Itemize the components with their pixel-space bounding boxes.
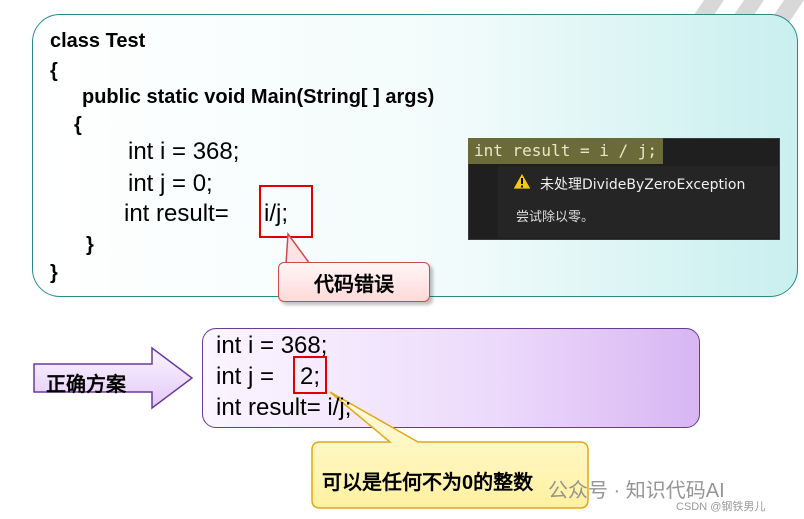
code-line-int-j: int j = 0; <box>128 170 213 197</box>
solution-panel <box>202 328 700 428</box>
callout-error-pointer <box>285 232 312 265</box>
code-line-close-brace-2: } <box>50 262 58 284</box>
solution-line-int-j-value: 2; <box>300 363 321 390</box>
solution-line-int-i: int i = 368; <box>216 332 328 359</box>
code-line-main: public static void Main(String[ ] args) <box>82 86 435 108</box>
exception-code-line: int result = i / j; <box>468 138 664 164</box>
code-line-class: class Test <box>50 30 146 52</box>
solution-arrow-label: 正确方案 <box>46 374 126 396</box>
exception-body <box>498 166 778 238</box>
exception-title: 未处理DivideByZeroException <box>540 177 746 193</box>
callout-code-error: 代码错误 <box>278 262 430 302</box>
code-line-int-i: int i = 368; <box>128 138 240 165</box>
watermark: 公众号 · 知识代码AI <box>548 480 725 502</box>
error-highlight-box <box>259 185 313 238</box>
solution-line-int-j: int j = <box>216 363 281 390</box>
solution-line-result: int result= i/j; <box>216 394 352 421</box>
code-line-result: int result= <box>124 200 236 227</box>
code-line-open-brace: { <box>50 60 58 82</box>
warning-icon <box>512 172 532 190</box>
callout-hint: 可以是任何不为0的整数 <box>322 472 534 494</box>
callout-hint-shape <box>311 391 589 509</box>
code-line-close-brace: } <box>86 234 94 256</box>
exception-message: 尝试除以零。 <box>516 210 595 225</box>
code-line-result-expr: i/j; <box>264 200 288 227</box>
solution-arrow <box>33 346 194 410</box>
watermark-small: CSDN @钢铁男儿 <box>676 501 766 513</box>
solution-highlight-box <box>293 356 327 394</box>
code-line-open-brace-2: { <box>74 114 82 136</box>
